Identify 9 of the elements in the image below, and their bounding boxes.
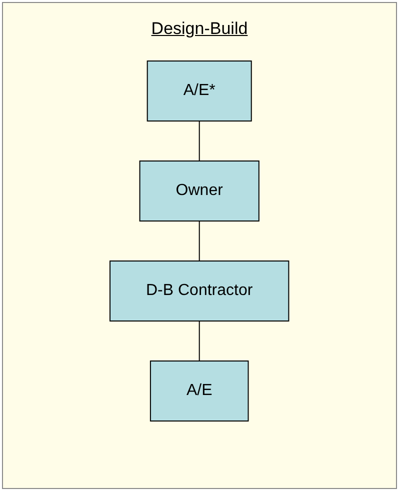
connector	[199, 320, 200, 362]
diagram-title: Design-Build	[151, 19, 248, 39]
node-box	[150, 360, 249, 422]
node-box	[146, 60, 252, 122]
connector	[199, 220, 200, 262]
node-box	[110, 260, 290, 322]
diagram-background: Design-Build A/E* Owner D-B Contractor A/E	[2, 2, 397, 489]
connector	[199, 120, 200, 162]
node-box	[139, 160, 260, 222]
